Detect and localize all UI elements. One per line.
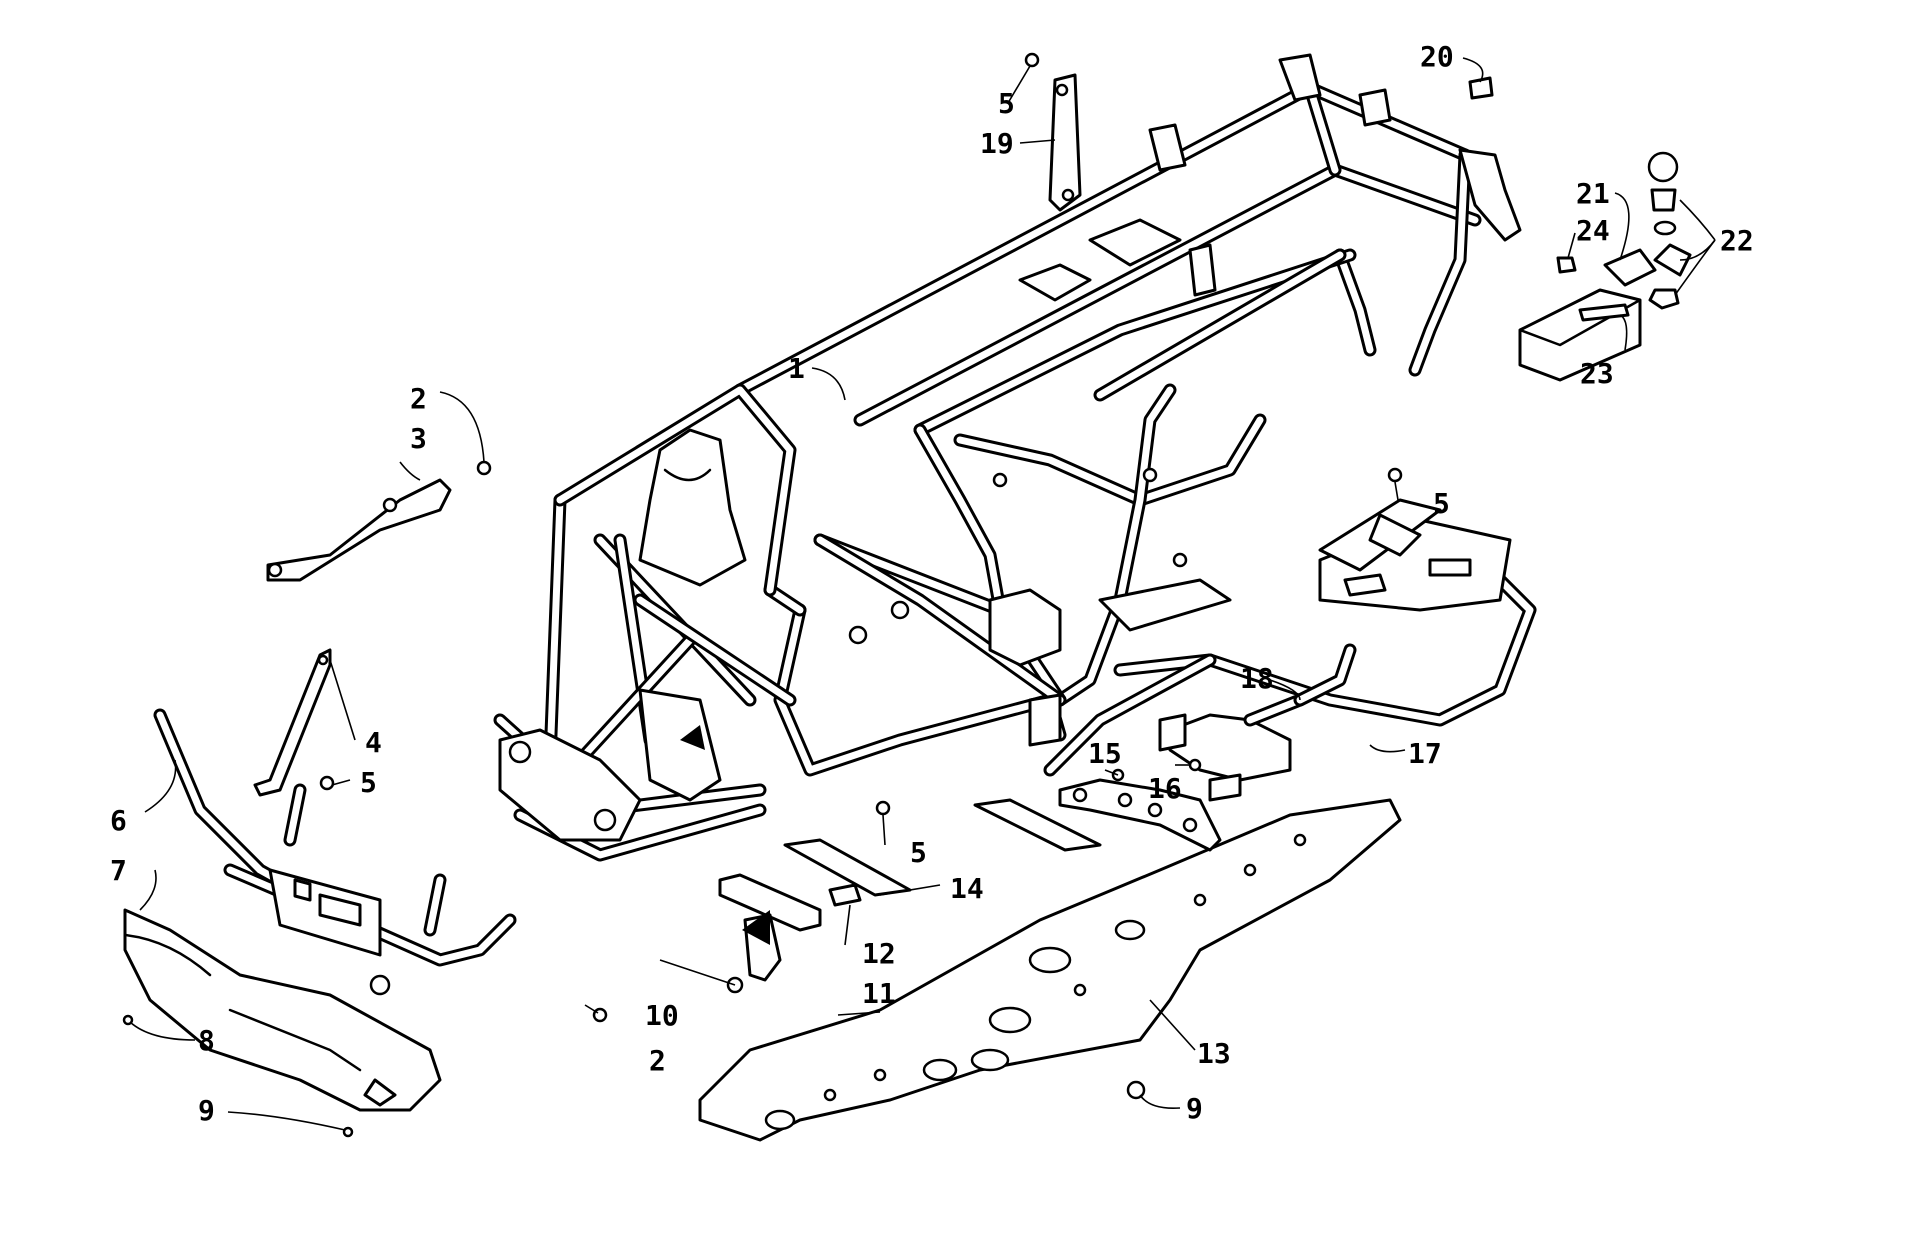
callout-9-right: 9 [1186,1092,1203,1125]
main-skid-plate [698,798,1402,1142]
callout-10: 10 [645,999,679,1032]
foot-pads [783,798,1102,897]
callout-7: 7 [110,854,127,887]
front-skid-plate [123,908,442,1112]
leader-lines [129,57,1716,1131]
callout-19: 19 [980,127,1014,160]
callout-17: 17 [1408,737,1442,770]
callout-3: 3 [410,422,427,455]
callout-11: 11 [862,977,896,1010]
callout-22: 22 [1720,224,1754,257]
hitch-assembly [1468,76,1692,382]
side-bracket [718,873,862,982]
callout-16: 16 [1148,772,1182,805]
callout-1: 1 [788,352,805,385]
front-bumper [153,708,517,996]
callout-5-left: 5 [360,766,377,799]
callout-6: 6 [110,804,127,837]
callout-18: 18 [1240,662,1274,695]
callout-14: 14 [950,872,984,905]
callout-13: 13 [1197,1037,1231,1070]
arrow-marker [680,725,705,750]
callout-5-top: 5 [998,87,1015,120]
callout-5-center: 5 [910,836,927,869]
strut-bar [1048,73,1082,212]
callouts: 1 2 2 3 4 5 5 5 5 6 7 8 9 9 10 11 12 13 … [110,40,1754,1127]
footwell-frame [1043,498,1537,777]
main-frame [493,53,1522,862]
callout-2-top: 2 [410,382,427,415]
callout-4: 4 [365,726,382,759]
callout-8: 8 [198,1024,215,1057]
callout-5-right: 5 [1433,487,1450,520]
front-upper-bracket [266,478,452,582]
callout-20: 20 [1420,40,1454,73]
front-gusset-bracket [253,648,332,797]
callout-24: 24 [1576,214,1610,247]
callout-12: 12 [862,937,896,970]
fasteners [122,52,1403,1138]
callout-9-left: 9 [198,1094,215,1127]
callout-2-bottom: 2 [649,1044,666,1077]
callout-23: 23 [1580,357,1614,390]
callout-21: 21 [1576,177,1610,210]
footrest-bracket [1058,778,1222,852]
callout-15: 15 [1088,737,1122,770]
